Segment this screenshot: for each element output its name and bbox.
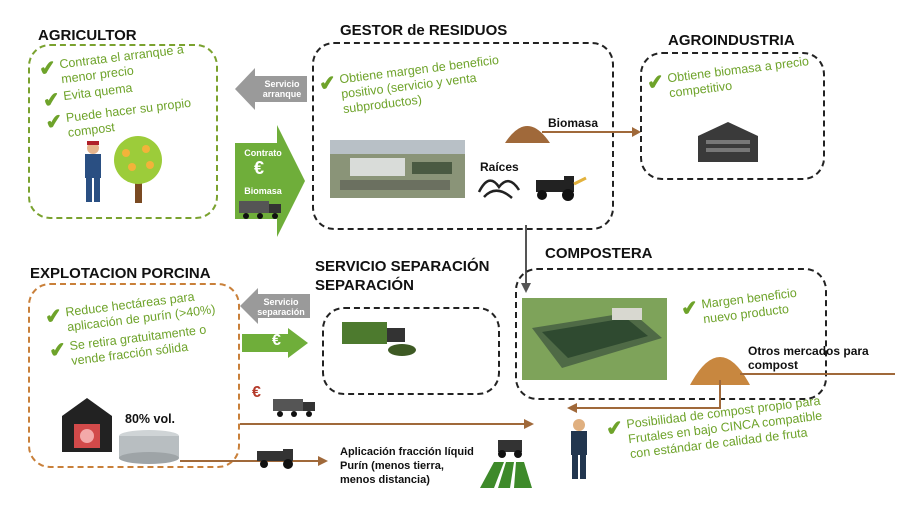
aplicacion-label: Aplicación fracción líquid Purín (menos … (340, 446, 474, 486)
farmer-icon (85, 141, 101, 202)
tractor-icon (536, 176, 587, 201)
euro-icon: € (254, 158, 265, 178)
otros-mercados-arrow (740, 373, 895, 375)
compost-pile-icon (690, 357, 750, 385)
servicio-arranque-label: Servicio arranque (262, 79, 302, 99)
check-icon: ✔ (37, 56, 58, 81)
contrato-label: Contrato (244, 148, 282, 158)
euro-arrow (242, 328, 308, 358)
euro-icon: € (272, 332, 281, 349)
separacion-box (322, 307, 500, 395)
separator-machine-icon (342, 322, 416, 356)
waste-facility-image (330, 140, 465, 198)
check-icon: ✔ (645, 70, 666, 95)
euro-icon: € (252, 384, 261, 401)
composting-plant-image (522, 298, 667, 380)
solid-fraction-flow (240, 419, 534, 429)
gestor-box (312, 42, 614, 230)
fruit-tree-icon (114, 136, 162, 203)
check-icon: ✔ (41, 88, 62, 113)
biomasa-flow-arrow (542, 127, 641, 137)
check-icon: ✔ (604, 416, 625, 441)
otros-mercados-label: Otros mercados para compost (748, 344, 869, 372)
agricultor-title: AGRICULTOR (38, 27, 137, 44)
tractor-icon (257, 449, 293, 469)
agroindustria-box (640, 52, 825, 180)
agroindustria-title: AGROINDUSTRIA (668, 32, 795, 49)
factory-icon (698, 122, 758, 162)
gestor-title: GESTOR de RESIDUOS (340, 22, 508, 39)
check-icon: ✔ (44, 110, 64, 135)
volume-label: 80% vol. (125, 412, 176, 426)
farmer-icon (571, 419, 587, 479)
servicio-separacion-arrow (240, 288, 310, 324)
check-icon: ✔ (48, 338, 68, 363)
truck-icon (273, 399, 315, 417)
barn-icon (62, 398, 112, 452)
raices-label: Raíces (480, 160, 519, 174)
explotacion-title: EXPLOTACION PORCINA (30, 265, 211, 282)
compostera-title: COMPOSTERA (545, 245, 653, 262)
contrato-arrow (235, 125, 305, 237)
tank-icon (119, 430, 179, 464)
explotacion-box (28, 283, 240, 468)
field-icon (480, 440, 532, 488)
agricultor-box (28, 44, 218, 219)
truck-icon (239, 201, 281, 219)
biomasa-arrow-label: Biomasa (244, 186, 282, 196)
check-icon: ✔ (43, 304, 64, 329)
biomass-pile-icon (505, 126, 550, 143)
biomasa-label: Biomasa (548, 116, 599, 130)
liquid-fraction-flow (180, 456, 328, 466)
servicio-arranque-arrow (235, 68, 307, 110)
separacion-title-2: SEPARACIÓN (315, 277, 414, 294)
servicio-separacion-label: Servicio separación (257, 297, 305, 317)
separacion-title-1: SERVICIO SEPARACIÓN (315, 258, 490, 275)
roots-icon (477, 179, 521, 199)
check-icon: ✔ (679, 296, 700, 321)
compostera-box (515, 268, 827, 400)
compost-to-farm-flow (567, 380, 721, 413)
